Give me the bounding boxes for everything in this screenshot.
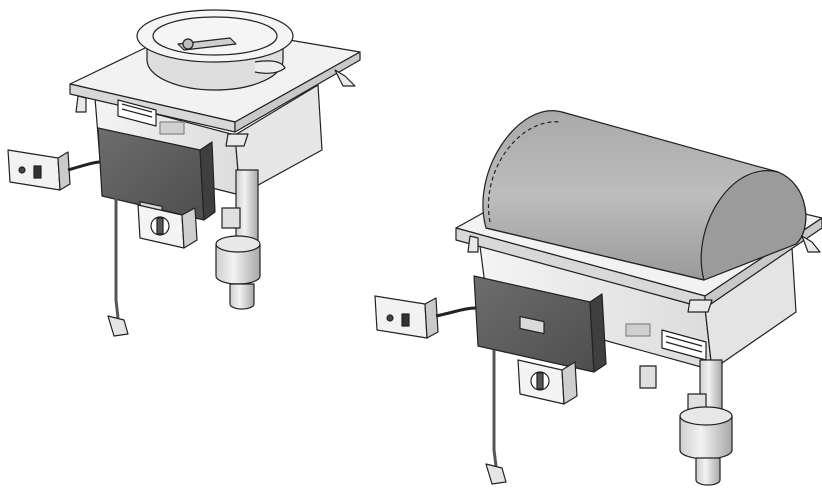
connecting-cable xyxy=(435,306,477,318)
switch-box-side xyxy=(424,297,439,339)
roll-top-edge xyxy=(485,227,705,281)
plate-label xyxy=(519,315,545,335)
label-line xyxy=(121,103,153,113)
round-lid-inner xyxy=(152,16,278,56)
mounting-bracket xyxy=(225,133,249,147)
drain-cylinder-top xyxy=(215,235,261,253)
mounting-bracket xyxy=(334,69,356,87)
label-line xyxy=(665,341,703,353)
plug-icon xyxy=(485,463,507,485)
mounting-bracket xyxy=(75,95,87,113)
lid-knob xyxy=(182,38,194,50)
indicator-light-icon xyxy=(18,166,26,174)
mounting-bracket xyxy=(467,235,479,253)
thermostat-box-side xyxy=(561,361,578,405)
switch-box-side xyxy=(57,151,71,191)
lid-hook xyxy=(254,60,286,74)
roll-top-front-arc xyxy=(700,170,807,281)
control-plate-side xyxy=(199,141,216,221)
mounting-bracket xyxy=(801,235,821,253)
drain-outlet xyxy=(229,283,255,310)
control-plate-side xyxy=(589,293,607,373)
drain-outlet xyxy=(695,457,721,486)
power-cord xyxy=(114,198,120,319)
plug-icon xyxy=(107,315,129,337)
label-line xyxy=(121,108,153,118)
knob-grip xyxy=(536,372,544,390)
drain-pipe xyxy=(235,169,259,243)
top-rim-edge-right xyxy=(234,51,361,133)
rocker-switch-icon xyxy=(33,165,42,179)
drain-valve xyxy=(221,207,241,229)
indicator-light-icon xyxy=(386,314,394,322)
knob-grip xyxy=(156,217,164,235)
thermostat-box-side xyxy=(181,207,198,249)
roll-top-seam xyxy=(487,121,561,223)
roll-top-unit xyxy=(374,110,822,486)
rocker-switch-icon xyxy=(401,313,410,327)
round-well-unit xyxy=(7,9,361,337)
round-lid xyxy=(136,9,294,63)
connecting-cable xyxy=(67,160,101,172)
switch-box xyxy=(374,295,428,339)
mounting-bracket xyxy=(687,299,713,313)
label-window xyxy=(625,323,651,337)
label-line xyxy=(665,335,703,347)
drain-valve xyxy=(639,365,657,389)
label-window xyxy=(159,121,185,135)
drain-cylinder-top xyxy=(679,406,733,426)
power-cord xyxy=(492,350,498,467)
